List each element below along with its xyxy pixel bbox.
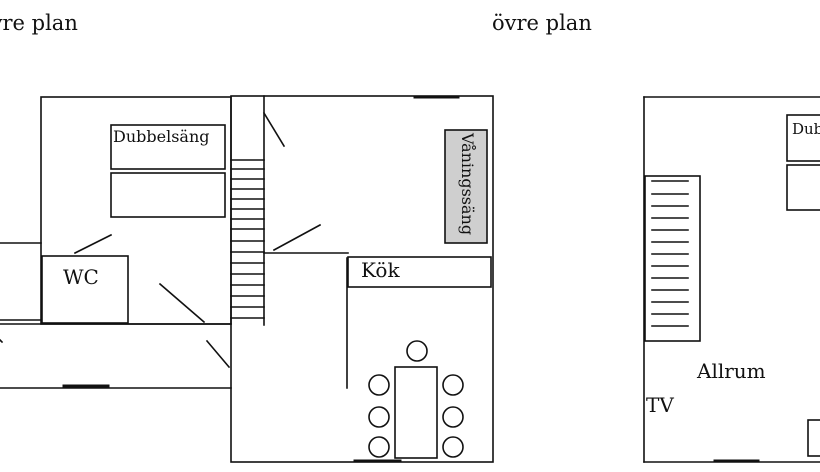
right-plan-title: övre plan (492, 11, 592, 35)
wc-label: WC (63, 265, 99, 289)
stair-door (262, 111, 286, 148)
allrum-label: Allrum (696, 359, 766, 383)
double-bed-left-label: Dubbelsäng (113, 127, 210, 146)
corridor-door (205, 339, 231, 369)
chair-left-3 (368, 436, 390, 458)
bedroom-door (73, 233, 113, 255)
kitchen-label: Kök (361, 258, 400, 282)
upper-room-door (272, 223, 322, 252)
chair-left-1 (368, 374, 390, 396)
double-bed-left-lower (110, 172, 226, 218)
dining-table (394, 366, 438, 459)
bedroom-door-2 (158, 282, 206, 324)
double-bed-right-lower (786, 164, 820, 211)
double-bed-right-label: Dub (792, 120, 820, 138)
bunk-bed-label: Våningssäng (458, 132, 477, 235)
right-staircase (644, 175, 701, 342)
chair-right-1 (442, 374, 464, 396)
right-furniture (807, 419, 820, 457)
chair-left-2 (368, 406, 390, 428)
tv-label: TV (646, 393, 674, 417)
chair-top (406, 340, 428, 362)
stair-steps (230, 159, 265, 319)
chair-right-3 (442, 436, 464, 458)
bunk-bed (444, 129, 488, 244)
kitchen-counter (347, 256, 492, 288)
corridor-mark (0, 338, 4, 344)
chair-right-2 (442, 406, 464, 428)
left-plan-title: övre plan (0, 11, 78, 35)
right-stair-steps (651, 180, 689, 327)
double-bed-right (786, 114, 820, 162)
wc-room (41, 255, 129, 324)
double-bed-left (110, 124, 226, 170)
